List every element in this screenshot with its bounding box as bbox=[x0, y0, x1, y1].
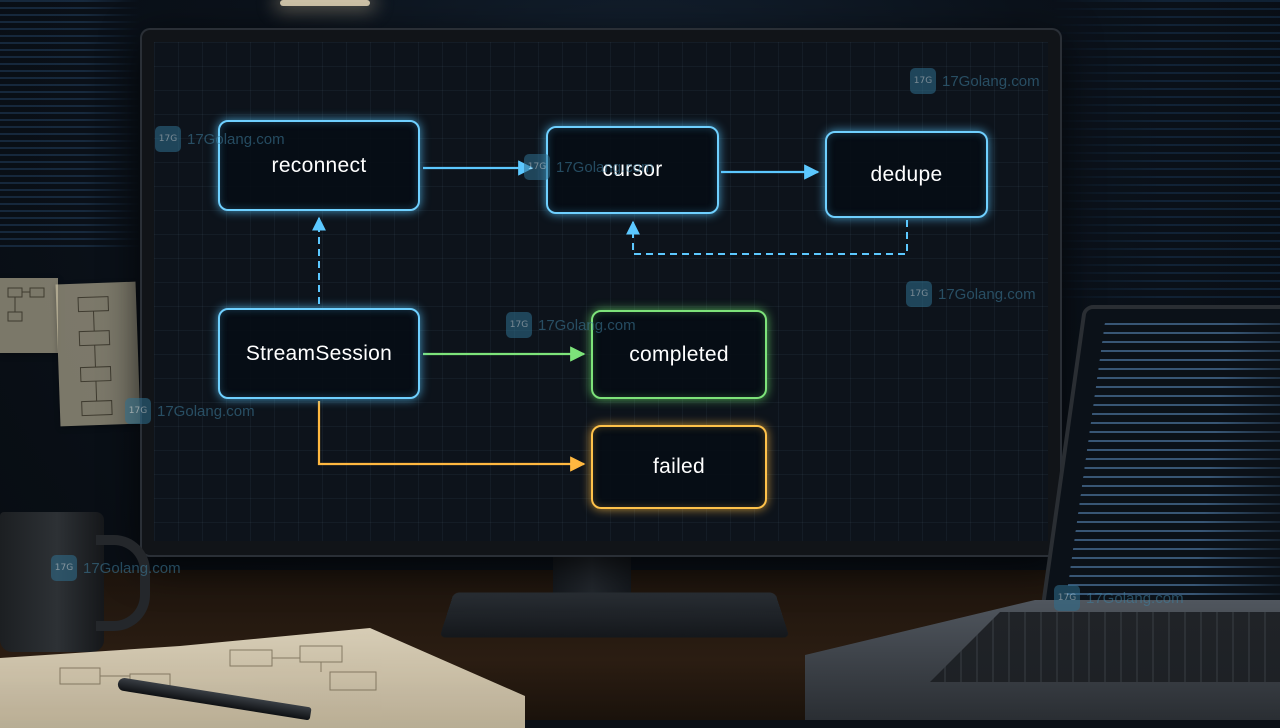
node-label-dedupe: dedupe bbox=[870, 162, 943, 186]
watermark: 17G 17Golang.com bbox=[1054, 585, 1184, 611]
watermark: 17G 17Golang.com bbox=[906, 281, 1036, 307]
watermark-logo-icon: 17G bbox=[1054, 585, 1080, 611]
node-label-completed: completed bbox=[629, 342, 729, 366]
watermark-text: 17Golang.com bbox=[187, 130, 285, 148]
watermark-logo-icon: 17G bbox=[155, 126, 181, 152]
watermark: 17G 17Golang.com bbox=[910, 68, 1040, 94]
ceiling-light bbox=[280, 0, 370, 6]
watermark: 17G 17Golang.com bbox=[506, 312, 636, 338]
node-cursor: cursor bbox=[546, 126, 719, 214]
watermark-logo-icon: 17G bbox=[506, 312, 532, 338]
watermark-logo-icon: 17G bbox=[906, 281, 932, 307]
sticky-note-flowchart bbox=[55, 281, 141, 427]
watermark-text: 17Golang.com bbox=[556, 158, 654, 176]
watermark-text: 17Golang.com bbox=[942, 72, 1040, 90]
node-label-cursor: cursor bbox=[602, 158, 663, 181]
laptop-code-lines bbox=[1065, 323, 1280, 599]
node-label-reconnect: reconnect bbox=[271, 153, 367, 177]
watermark-logo-icon: 17G bbox=[51, 555, 77, 581]
watermark: 17G 17Golang.com bbox=[51, 555, 181, 581]
node-dedupe: dedupe bbox=[825, 131, 988, 218]
monitor-stand-base bbox=[439, 592, 790, 638]
mug-handle bbox=[96, 535, 150, 631]
node-failed: failed bbox=[591, 425, 767, 509]
node-label-stream-session: StreamSession bbox=[245, 341, 393, 365]
laptop-screen bbox=[1040, 305, 1280, 613]
sticky-note-diagram bbox=[0, 278, 58, 353]
watermark: 17G 17Golang.com bbox=[155, 126, 285, 152]
watermark-text: 17Golang.com bbox=[157, 402, 255, 420]
node-reconnect: reconnect bbox=[218, 120, 420, 211]
watermark: 17G 17Golang.com bbox=[125, 398, 255, 424]
watermark-text: 17Golang.com bbox=[83, 559, 181, 577]
laptop-keyboard bbox=[930, 612, 1280, 682]
node-label-failed: failed bbox=[652, 455, 705, 478]
watermark-text: 17Golang.com bbox=[938, 285, 1036, 303]
watermark: 17G 17Golang.com bbox=[524, 154, 654, 180]
node-stream-session: StreamSession bbox=[218, 308, 420, 399]
coffee-mug bbox=[0, 512, 104, 652]
monitor-stand-neck bbox=[553, 552, 631, 594]
watermark-logo-icon: 17G bbox=[125, 398, 151, 424]
background-code-screen-right bbox=[1050, 0, 1280, 300]
watermark-logo-icon: 17G bbox=[524, 154, 550, 180]
watermark-text: 17Golang.com bbox=[1086, 589, 1184, 607]
node-completed: completed bbox=[591, 310, 767, 399]
background-code-screen-left bbox=[0, 0, 140, 250]
watermark-text: 17Golang.com bbox=[538, 316, 636, 334]
watermark-logo-icon: 17G bbox=[910, 68, 936, 94]
